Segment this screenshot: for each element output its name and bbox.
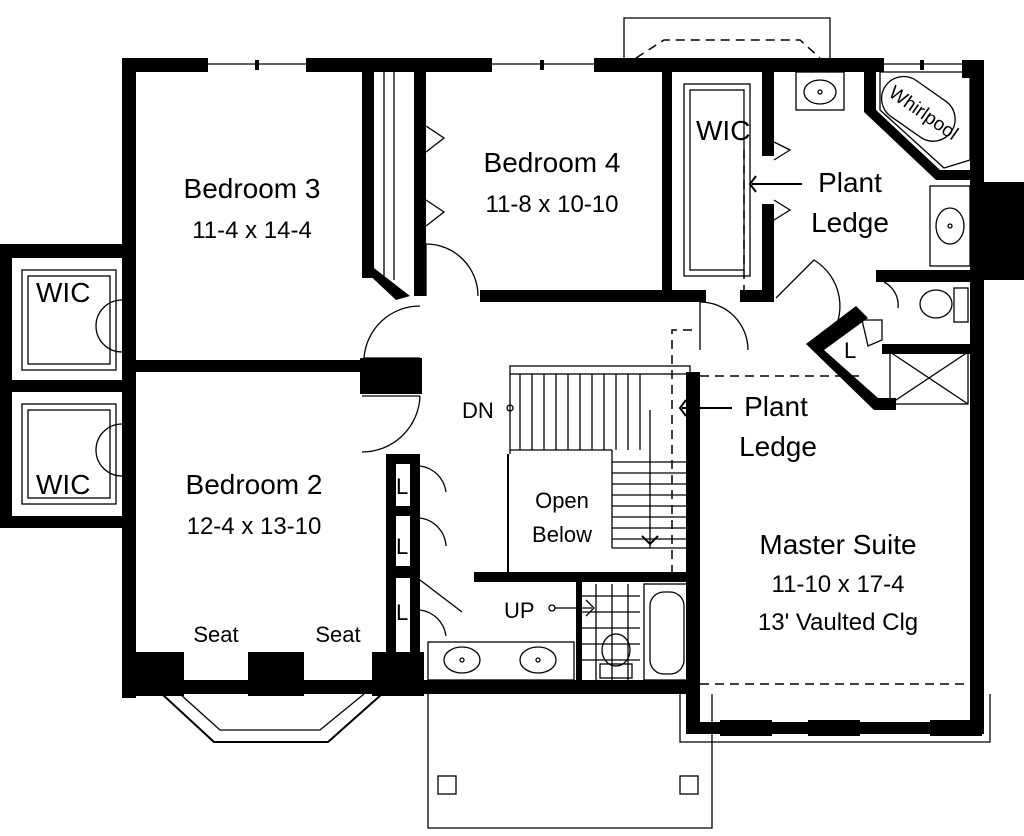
- linen-closet-master: L: [844, 338, 856, 363]
- wic-label-upper-left: WIC: [36, 277, 90, 308]
- window-seat-right: Seat: [315, 622, 360, 647]
- porch: [427, 694, 713, 829]
- top-bay-window: [623, 17, 831, 59]
- plant-ledge-lower-line2: Ledge: [739, 431, 817, 462]
- bedroom4-dims: 11-8 x 10-10: [486, 191, 619, 218]
- master-deck: [679, 694, 991, 743]
- bedroom2-dims: 12-4 x 13-10: [187, 513, 322, 540]
- master-suite-ceiling: 13' Vaulted Clg: [758, 609, 918, 636]
- interior-walls: [136, 68, 984, 684]
- door-swings: [361, 243, 899, 637]
- master-bath-fixtures: [795, 71, 971, 405]
- stair-down-marker: [506, 404, 514, 412]
- plant-ledge-lower-arrow: [678, 399, 687, 417]
- plant-ledge-lines: [671, 329, 970, 685]
- wic-label-master: WIC: [696, 115, 750, 146]
- bedroom4-name: Bedroom 4: [484, 147, 621, 178]
- plant-ledge-upper-line1: Plant: [818, 167, 882, 198]
- linen-closet-3: L: [396, 600, 408, 625]
- master-suite-dims: 11-10 x 17-4: [772, 571, 905, 598]
- stair-down-label: DN: [462, 398, 494, 423]
- stair-up-arrow: [585, 599, 595, 617]
- bedroom2-bay-window: [161, 693, 383, 743]
- left-closets: [0, 244, 136, 528]
- bedroom3-name: Bedroom 3: [184, 173, 321, 204]
- linen-closet-2: L: [396, 534, 408, 559]
- wic-label-lower-left: WIC: [36, 469, 90, 500]
- linen-closet-1: L: [396, 474, 408, 499]
- open-below-line1: Open: [535, 488, 589, 513]
- room-labels: Bedroom 3 11-4 x 14-4 Bedroom 4 11-8 x 1…: [184, 147, 919, 636]
- master-suite-name: Master Suite: [759, 529, 916, 560]
- stair-up-label: UP: [504, 598, 535, 623]
- plant-ledge-upper-line2: Ledge: [811, 207, 889, 238]
- bedroom2-name: Bedroom 2: [186, 469, 323, 500]
- hall-bath-fixtures: [427, 583, 691, 681]
- open-below-line2: Below: [532, 522, 592, 547]
- plant-ledge-lower-line1: Plant: [744, 391, 808, 422]
- staircase: [509, 365, 691, 549]
- bedroom3-dims: 11-4 x 14-4: [192, 217, 312, 244]
- window-seat-left: Seat: [193, 622, 238, 647]
- plant-ledge-upper-arrow: [748, 175, 757, 193]
